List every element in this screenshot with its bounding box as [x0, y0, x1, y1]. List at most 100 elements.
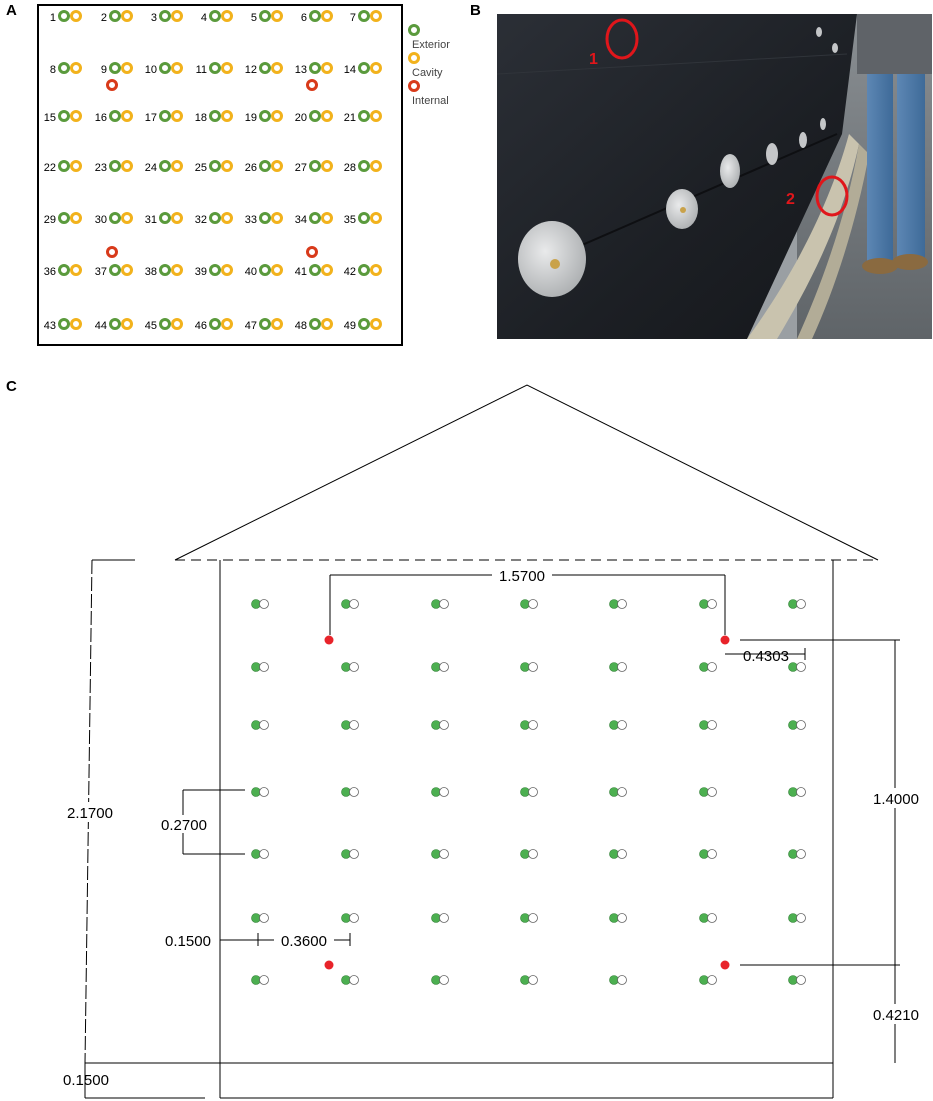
cavity-sensor-dot — [617, 662, 627, 672]
cavity-sensor — [171, 110, 183, 122]
sensor-number: 2 — [101, 12, 107, 24]
cavity-sensor — [271, 160, 283, 172]
exterior-sensor — [358, 62, 370, 74]
sensor-number: 12 — [245, 64, 257, 76]
cavity-sensor — [121, 110, 133, 122]
cavity-sensor — [370, 264, 382, 276]
sensor-node: 16 — [95, 110, 133, 124]
cavity-sensor — [321, 212, 333, 224]
cavity-sensor-dot — [439, 849, 449, 859]
sensor-node: 17 — [145, 110, 183, 124]
cavity-sensor — [221, 62, 233, 74]
cavity-sensor — [370, 110, 382, 122]
cavity-sensor — [370, 62, 382, 74]
sensor-number: 8 — [50, 64, 56, 76]
cavity-sensor — [321, 264, 333, 276]
cavity-sensor-dot — [707, 662, 717, 672]
exterior-sensor — [259, 62, 271, 74]
panel-letter-c: C — [6, 378, 17, 395]
cavity-sensor-dot — [349, 787, 359, 797]
exterior-sensor — [58, 160, 70, 172]
cavity-sensor-dot — [796, 662, 806, 672]
exterior-sensor — [259, 110, 271, 122]
cavity-sensor — [70, 110, 82, 122]
sensor-node: 49 — [344, 318, 382, 332]
sensor-node: 34 — [295, 212, 333, 226]
cavity-sensor-dot — [259, 849, 269, 859]
sensor-number: 19 — [245, 112, 257, 124]
sensor-node: 36 — [44, 264, 82, 278]
legend-swatch — [408, 80, 420, 92]
cavity-sensor-dot — [349, 975, 359, 985]
sensor-node: 18 — [195, 110, 233, 124]
sensor-node: 20 — [295, 110, 333, 124]
cavity-sensor — [370, 10, 382, 22]
sensor-node: 24 — [145, 160, 183, 174]
cavity-sensor-dot — [707, 599, 717, 609]
sensor-node: 46 — [195, 318, 233, 332]
cavity-sensor — [221, 10, 233, 22]
sensor-number: 34 — [295, 214, 307, 226]
cavity-sensor-dot — [707, 849, 717, 859]
sensor-number: 14 — [344, 64, 356, 76]
exterior-sensor — [209, 10, 221, 22]
exterior-sensor — [159, 62, 171, 74]
sensor-number: 22 — [44, 162, 56, 174]
sensor-node: 1 — [50, 10, 82, 24]
dim-right-bottom-label: 0.4210 — [873, 1007, 919, 1024]
exterior-sensor — [358, 212, 370, 224]
sensor-number: 18 — [195, 112, 207, 124]
cavity-sensor — [121, 318, 133, 330]
cavity-sensor — [70, 318, 82, 330]
sensor-number: 44 — [95, 320, 107, 332]
exterior-sensor — [309, 318, 321, 330]
exterior-sensor — [358, 10, 370, 22]
cavity-sensor-dot — [796, 913, 806, 923]
cavity-sensor-dot — [796, 975, 806, 985]
cavity-sensor-dot — [528, 975, 538, 985]
sensor-node: 10 — [145, 62, 183, 76]
panel-c-sensors — [251, 599, 806, 985]
dim-top-span-label: 1.5700 — [499, 568, 545, 585]
exterior-sensor — [58, 264, 70, 276]
sensor-number: 21 — [344, 112, 356, 124]
sensor-node: 48 — [295, 318, 333, 332]
exterior-sensor — [309, 212, 321, 224]
cavity-sensor — [171, 264, 183, 276]
cavity-sensor — [321, 160, 333, 172]
sensor-node: 45 — [145, 318, 183, 332]
sensor-node: 27 — [295, 160, 333, 174]
cavity-sensor — [271, 62, 283, 74]
cavity-sensor — [121, 264, 133, 276]
sensor-node: 23 — [95, 160, 133, 174]
cavity-sensor-dot — [349, 599, 359, 609]
cavity-sensor-dot — [528, 662, 538, 672]
sensor-number: 46 — [195, 320, 207, 332]
exterior-sensor — [58, 10, 70, 22]
exterior-sensor — [309, 10, 321, 22]
panel-b-photo: 1 2 — [497, 14, 932, 339]
exterior-sensor — [309, 264, 321, 276]
exterior-sensor — [259, 10, 271, 22]
cavity-sensor-dot — [796, 849, 806, 859]
sensor-number: 39 — [195, 266, 207, 278]
internal-sensor-dot — [324, 635, 334, 645]
cavity-sensor — [70, 212, 82, 224]
dim-left-height-label: 2.1700 — [67, 805, 113, 822]
dimension-drawing-svg: 1.5700 0.4303 1.4000 0.4210 2.1700 0.270… — [60, 384, 932, 1099]
internal-sensor-dot — [324, 960, 334, 970]
cavity-sensor — [221, 110, 233, 122]
cavity-sensor — [70, 62, 82, 74]
sensor-number: 29 — [44, 214, 56, 226]
sensor-node: 7 — [350, 10, 382, 24]
cavity-sensor — [221, 264, 233, 276]
sensor-node: 19 — [245, 110, 283, 124]
cavity-sensor — [121, 160, 133, 172]
cavity-sensor-dot — [796, 599, 806, 609]
exterior-sensor — [358, 264, 370, 276]
exterior-sensor — [309, 62, 321, 74]
cavity-sensor-dot — [528, 849, 538, 859]
